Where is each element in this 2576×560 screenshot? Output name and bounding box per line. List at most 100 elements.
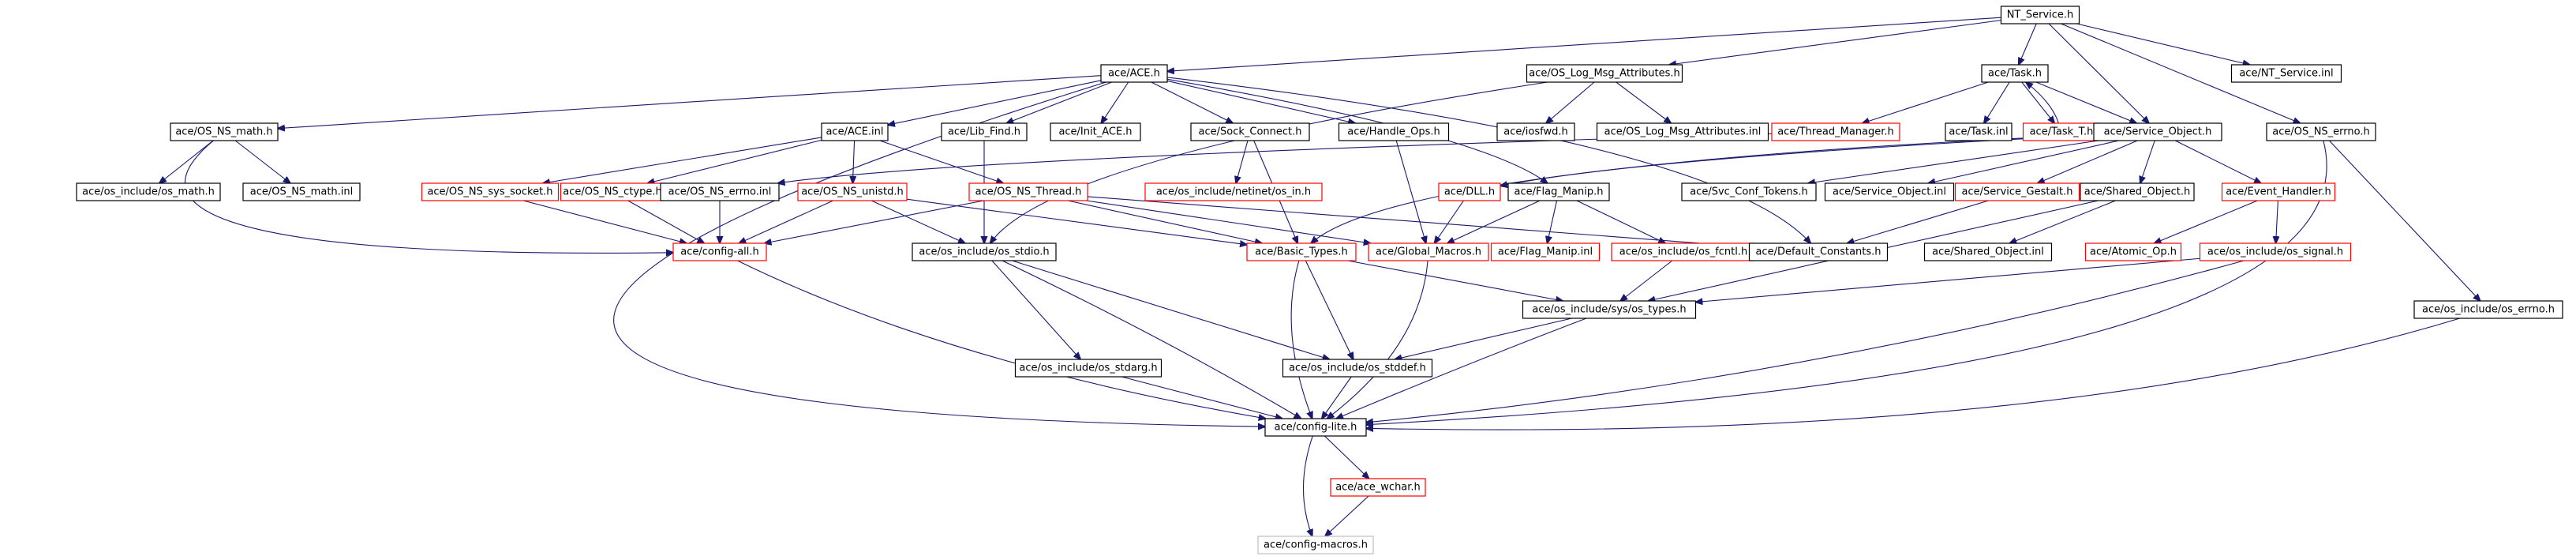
node-os-ns-unistd[interactable]: ace/OS_NS_unistd.h <box>797 182 908 201</box>
node-task-inl[interactable]: ace/Task.inl <box>1945 122 2012 141</box>
node-box[interactable] <box>1264 418 1367 437</box>
node-box[interactable] <box>968 182 1088 201</box>
node-sys-socket[interactable]: ace/OS_NS_sys_socket.h <box>421 182 560 201</box>
node-box[interactable] <box>1144 182 1323 201</box>
node-label: ace/os_include/os_signal.h <box>2207 246 2343 258</box>
node-box[interactable] <box>1282 359 1433 378</box>
node-task-h[interactable]: ace/Task.h <box>1981 64 2049 83</box>
node-box[interactable] <box>1050 122 1141 141</box>
node-os-stdio[interactable]: ace/os_include/os_stdio.h <box>912 242 1057 261</box>
node-basic-types[interactable]: ace/Basic_Types.h <box>1246 242 1357 261</box>
node-box[interactable] <box>1330 478 1426 497</box>
node-box[interactable] <box>660 182 780 201</box>
node-box[interactable] <box>1522 300 1697 319</box>
node-default-const[interactable]: ace/Default_Constants.h <box>1748 242 1889 261</box>
node-box[interactable] <box>912 242 1057 261</box>
node-shared-obj[interactable]: ace/Shared_Object.h <box>2080 182 2195 201</box>
node-box[interactable] <box>1490 242 1601 261</box>
node-box[interactable] <box>2266 122 2376 141</box>
node-task-t[interactable]: ace/Task_T.h <box>2022 122 2101 141</box>
node-os-log-inl[interactable]: ace/OS_Log_Msg_Attributes.inl <box>1596 122 1769 141</box>
node-box[interactable] <box>1100 64 1168 83</box>
node-os-ns-thread[interactable]: ace/OS_NS_Thread.h <box>968 182 1088 201</box>
node-box[interactable] <box>1526 64 1683 83</box>
node-service-gestalt[interactable]: ace/Service_Gestalt.h <box>1954 182 2080 201</box>
node-os-inc-math[interactable]: ace/os_include/os_math.h <box>76 182 221 201</box>
node-init-ace[interactable]: ace/Init_ACE.h <box>1050 122 1141 141</box>
node-box[interactable] <box>1496 122 1575 141</box>
node-box[interactable] <box>1824 182 1955 201</box>
node-box[interactable] <box>1981 64 2049 83</box>
node-os-ns-ctype[interactable]: ace/OS_NS_ctype.h <box>560 182 665 201</box>
node-os-fcntl[interactable]: ace/os_include/os_fcntl.h <box>1611 242 1756 261</box>
node-box[interactable] <box>1771 122 1900 141</box>
node-netinet-in[interactable]: ace/os_include/netinet/os_in.h <box>1144 182 1323 201</box>
node-ace-h[interactable]: ace/ACE.h <box>1100 64 1168 83</box>
node-svc-conf[interactable]: ace/Svc_Conf_Tokens.h <box>1681 182 1817 201</box>
node-nt-inl[interactable]: ace/NT_Service.inl <box>2230 64 2342 83</box>
node-config-lite[interactable]: ace/config-lite.h <box>1264 418 1367 437</box>
node-box[interactable] <box>1596 122 1769 141</box>
node-box[interactable] <box>1190 122 1310 141</box>
node-box[interactable] <box>2230 64 2342 83</box>
node-box[interactable] <box>76 182 221 201</box>
node-os-ns-errno-inl[interactable]: ace/OS_NS_errno.inl <box>660 182 780 201</box>
node-box[interactable] <box>1681 182 1817 201</box>
node-os-stddef[interactable]: ace/os_include/os_stddef.h <box>1282 359 1433 378</box>
node-label: ace/Global_Macros.h <box>1376 246 1481 258</box>
node-config-macros[interactable]: ace/config-macros.h <box>1257 536 1374 554</box>
node-box[interactable] <box>1923 242 2053 261</box>
node-box[interactable] <box>2080 182 2195 201</box>
node-shared-obj-inl[interactable]: ace/Shared_Object.inl <box>1923 242 2053 261</box>
node-iosfwd[interactable]: ace/iosfwd.h <box>1496 122 1575 141</box>
node-ace-wchar[interactable]: ace/ace_wchar.h <box>1330 478 1426 497</box>
node-os-log[interactable]: ace/OS_Log_Msg_Attributes.h <box>1526 64 1683 83</box>
node-os-ns-errno[interactable]: ace/OS_NS_errno.h <box>2266 122 2376 141</box>
node-box[interactable] <box>2093 122 2222 141</box>
node-box[interactable] <box>2199 242 2352 261</box>
node-box[interactable] <box>672 242 767 261</box>
node-box[interactable] <box>1368 242 1489 261</box>
node-nt-service[interactable]: NT_Service.h <box>2000 6 2080 24</box>
node-os-ns-math[interactable]: ace/OS_NS_math.h <box>170 122 279 141</box>
node-service-obj[interactable]: ace/Service_Object.h <box>2093 122 2222 141</box>
node-os-signal[interactable]: ace/os_include/os_signal.h <box>2199 242 2352 261</box>
node-box[interactable] <box>821 122 889 141</box>
node-flag-manip-inl[interactable]: ace/Flag_Manip.inl <box>1490 242 1601 261</box>
node-box[interactable] <box>2000 6 2080 24</box>
node-box[interactable] <box>1014 359 1163 378</box>
node-dll-h[interactable]: ace/DLL.h <box>1438 182 1501 201</box>
node-box[interactable] <box>170 122 279 141</box>
node-ace-inl[interactable]: ace/ACE.inl <box>821 122 889 141</box>
node-box[interactable] <box>1748 242 1889 261</box>
node-sys-types[interactable]: ace/os_include/sys/os_types.h <box>1522 300 1697 319</box>
node-box[interactable] <box>1257 536 1374 554</box>
node-box[interactable] <box>797 182 908 201</box>
node-label: ace/os_include/os_math.h <box>82 186 215 198</box>
node-global-macros[interactable]: ace/Global_Macros.h <box>1368 242 1489 261</box>
node-os-stdarg[interactable]: ace/os_include/os_stdarg.h <box>1014 359 1163 378</box>
node-config-all[interactable]: ace/config-all.h <box>672 242 767 261</box>
node-os-inc-errno[interactable]: ace/os_include/os_errno.h <box>2413 300 2563 319</box>
node-thread-mgr[interactable]: ace/Thread_Manager.h <box>1771 122 1900 141</box>
node-box[interactable] <box>941 122 1028 141</box>
node-atomic-op[interactable]: ace/Atomic_Op.h <box>2084 242 2182 261</box>
node-box[interactable] <box>242 182 361 201</box>
node-box[interactable] <box>2413 300 2563 319</box>
node-box[interactable] <box>1438 182 1501 201</box>
node-box[interactable] <box>1954 182 2080 201</box>
node-handle-ops[interactable]: ace/Handle_Ops.h <box>1338 122 1450 141</box>
node-service-obj-inl[interactable]: ace/Service_Object.inl <box>1824 182 1955 201</box>
node-box[interactable] <box>1338 122 1450 141</box>
node-lib-find[interactable]: ace/Lib_Find.h <box>941 122 1028 141</box>
node-box[interactable] <box>2221 182 2336 201</box>
node-box[interactable] <box>1945 122 2012 141</box>
node-box[interactable] <box>1246 242 1357 261</box>
node-os-ns-math-inl[interactable]: ace/OS_NS_math.inl <box>242 182 361 201</box>
node-sock-connect[interactable]: ace/Sock_Connect.h <box>1190 122 1310 141</box>
node-box[interactable] <box>2084 242 2182 261</box>
node-box[interactable] <box>1507 182 1610 201</box>
node-event-handler[interactable]: ace/Event_Handler.h <box>2221 182 2336 201</box>
node-box[interactable] <box>421 182 560 201</box>
node-flag-manip[interactable]: ace/Flag_Manip.h <box>1507 182 1610 201</box>
